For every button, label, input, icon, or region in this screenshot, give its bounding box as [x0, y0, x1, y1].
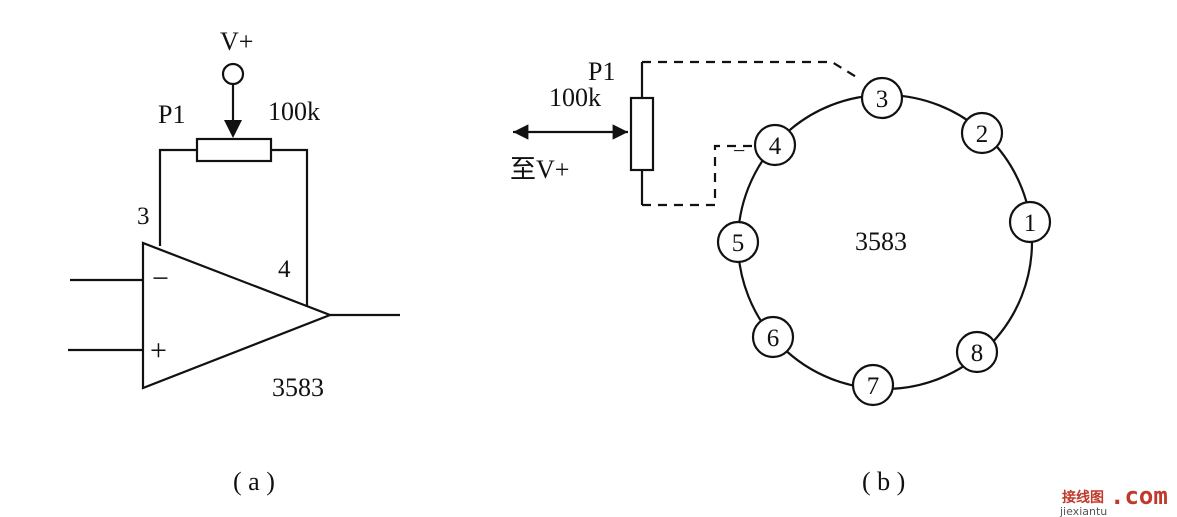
- pin-5: 5: [716, 220, 760, 264]
- package-pinout: 1 2 3 4 5 6 7 8 −: [716, 76, 1052, 407]
- wire-pin3: [158, 148, 197, 246]
- chip-label-a: 3583: [272, 373, 324, 402]
- dashed-to-pin4: [642, 144, 755, 207]
- pin-8: 8: [955, 330, 999, 374]
- pin-4: 4: [753, 123, 797, 167]
- pin-2: 2: [960, 111, 1004, 155]
- pin-number: 8: [971, 340, 984, 367]
- pin-bubble: [1008, 200, 1052, 244]
- wiper-arrow: [224, 120, 242, 138]
- pin-number: 1: [1024, 210, 1037, 237]
- figure-a: V+ P1 100k 3 4 − + 3583 ( a ): [68, 27, 400, 496]
- pin-6: 6: [751, 315, 795, 359]
- pot-value: 100k: [268, 97, 320, 126]
- pin-bubble: [716, 220, 760, 264]
- watermark-brand: 接线图: [1062, 489, 1104, 506]
- caption-a: ( a ): [233, 467, 275, 496]
- op-amp-triangle: [141, 241, 334, 390]
- pin-3: 3: [860, 76, 904, 120]
- pin-bubble: [960, 111, 1004, 155]
- pin-bubble: [751, 315, 795, 359]
- watermark-site: jiexiantu: [1059, 505, 1107, 517]
- pin-number: 3: [876, 86, 889, 113]
- pin-bubble: [851, 363, 895, 407]
- watermark-domain: .com: [1110, 482, 1168, 510]
- pin-4-label: 4: [278, 256, 291, 283]
- minus-sign: −: [152, 262, 169, 295]
- supply-label: V+: [220, 27, 253, 56]
- wire-pin4: [271, 148, 309, 307]
- potentiometer-p1: [195, 137, 273, 163]
- chip-label-b: 3583: [855, 227, 907, 256]
- pot-value-b: 100k: [549, 83, 601, 112]
- site-watermark: 接线图 .com jiexiantu: [1059, 482, 1168, 517]
- pin-number: 4: [769, 133, 782, 160]
- pin-bubble: [955, 330, 999, 374]
- pin-1: 1: [1008, 200, 1052, 244]
- pin-number: 7: [867, 373, 880, 400]
- pin-bubble: [753, 123, 797, 167]
- pin-number: 6: [767, 325, 780, 352]
- pin-bubble: [860, 76, 904, 120]
- pin-7: 7: [851, 363, 895, 407]
- pot-name: P1: [158, 100, 185, 129]
- pin-3-label: 3: [137, 203, 150, 230]
- supply-terminal: [221, 62, 245, 86]
- to-supply-label: 至V+: [510, 155, 569, 184]
- figure-b: P1 100k 至V+ 1 2 3 4 5 6 7 8 − 3583 ( b ): [510, 57, 1052, 496]
- pot-name-b: P1: [588, 57, 615, 86]
- pin-number: 2: [976, 121, 989, 148]
- pin-number: 5: [732, 230, 745, 257]
- caption-b: ( b ): [862, 467, 905, 496]
- dashed-to-pin3: [642, 60, 859, 79]
- potentiometer-p1-b: [629, 96, 655, 172]
- plus-sign: +: [150, 334, 167, 367]
- pin4-dash-mark: −: [733, 138, 745, 163]
